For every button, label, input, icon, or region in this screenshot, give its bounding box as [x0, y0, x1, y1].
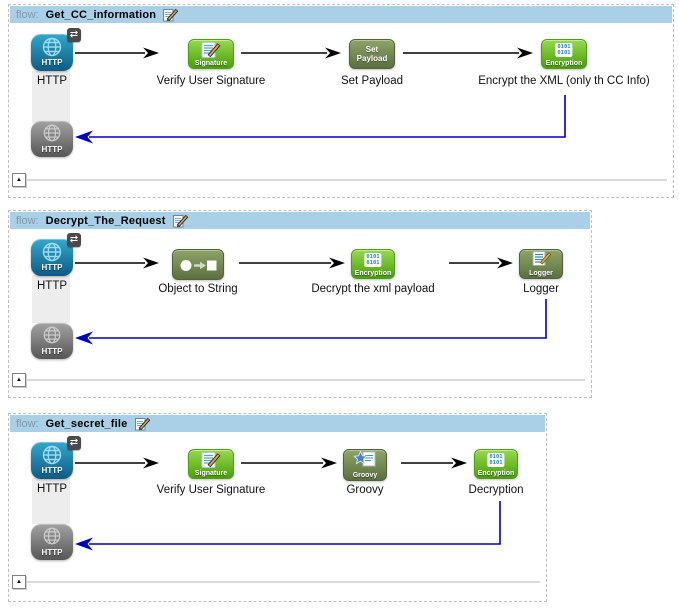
icon-caption: Encryption: [354, 270, 392, 277]
edit-flow-name-icon[interactable]: [134, 417, 151, 431]
step-label: Verify User Signature: [156, 484, 266, 496]
flow-container-get-cc-information: flow: Get_CC_information HTTP ⇄ HTTP: [8, 4, 674, 198]
globe-icon: [42, 242, 62, 262]
http-icon-caption: HTTP: [41, 145, 63, 154]
flow-arrow: [403, 47, 533, 59]
flow-arrow: [239, 257, 345, 269]
icon-caption: Encryption: [477, 470, 515, 477]
binary-code-icon: 0101 0101: [364, 253, 382, 267]
step-label: Logger: [523, 283, 559, 295]
http-inbound-endpoint[interactable]: HTTP ⇄: [31, 436, 81, 479]
exchange-arrows-badge: ⇄: [67, 233, 81, 247]
flow-header[interactable]: flow: Get_CC_information: [10, 6, 672, 23]
collapse-icon: ▲: [16, 377, 22, 383]
flow-footer-separator: [25, 379, 585, 381]
http-inbound-endpoint[interactable]: HTTP ⇄: [31, 233, 81, 276]
http-icon-caption: HTTP: [41, 347, 63, 356]
icon-caption: Signature: [194, 60, 228, 67]
flow-step-verify-user-signature[interactable]: Signature: [188, 449, 234, 479]
endpoint-label: HTTP: [36, 483, 68, 495]
globe-icon: [43, 326, 61, 344]
globe-icon: [42, 445, 62, 465]
flow-arrow: [75, 457, 159, 469]
exchange-arrows-badge: ⇄: [67, 436, 81, 450]
flow-step-decrypt-xml-payload[interactable]: 0101 0101 Encryption: [351, 249, 395, 279]
globe-icon: [42, 37, 62, 57]
flow-source-lane: [32, 478, 70, 524]
flow-name: Decrypt_The_Request: [45, 214, 166, 227]
flow-footer-separator: [25, 581, 540, 583]
collapse-flow-button[interactable]: ▲: [12, 373, 26, 387]
logger-doc-pencil-icon: [532, 251, 551, 266]
flow-label-prefix: flow:: [16, 417, 39, 430]
flow-source-lane: [32, 275, 70, 323]
collapse-flow-button[interactable]: ▲: [12, 575, 26, 589]
flow-arrow: [75, 257, 159, 269]
flow-step-encrypt-xml[interactable]: 0101 0101 Encryption: [541, 39, 587, 69]
flow-step-verify-user-signature[interactable]: Signature: [188, 39, 234, 69]
collapse-icon: ▲: [16, 177, 22, 183]
object-to-string-icon: [180, 260, 217, 271]
edit-flow-name-icon[interactable]: [163, 8, 179, 22]
response-connector: [75, 299, 547, 345]
icon-caption: Signature: [194, 470, 228, 477]
flow-step-set-payload[interactable]: Set Payload: [349, 39, 395, 69]
flow-step-groovy[interactable]: Groovy: [343, 449, 387, 481]
response-connector: [75, 501, 501, 551]
flow-container-decrypt-the-request: flow: Decrypt_The_Request HTTP ⇄ HTTP: [8, 210, 592, 398]
flow-name: Get_secret_file: [45, 417, 128, 430]
flow-arrow: [75, 47, 159, 59]
endpoint-label: HTTP: [36, 280, 68, 292]
binary-code-icon: 0101 0101: [555, 43, 573, 57]
signature-doc-pencil-icon: [201, 452, 221, 468]
globe-icon: [43, 527, 61, 545]
response-connector: [75, 95, 566, 144]
flow-source-lane: [32, 71, 70, 123]
http-icon-caption: HTTP: [41, 548, 63, 557]
flow-name: Get_CC_information: [45, 8, 157, 21]
set-payload-icon: Set Payload: [356, 45, 388, 63]
flow-label-prefix: flow:: [16, 214, 39, 227]
flow-arrow: [241, 47, 341, 59]
globe-icon: [43, 124, 61, 142]
collapse-flow-button[interactable]: ▲: [12, 173, 26, 187]
flow-footer-separator: [25, 179, 667, 181]
http-response-endpoint[interactable]: HTTP: [31, 524, 73, 560]
endpoint-label: HTTP: [36, 75, 68, 87]
icon-caption: Groovy: [352, 472, 378, 479]
flow-arrow: [401, 457, 467, 469]
step-label: Decryption: [468, 484, 524, 496]
groovy-star-doc-icon: [353, 451, 376, 467]
flow-step-logger[interactable]: Logger: [519, 249, 563, 279]
step-label: Set Payload: [340, 75, 403, 87]
exchange-arrows-badge: ⇄: [67, 28, 81, 42]
binary-code-icon: 0101 0101: [487, 453, 505, 467]
step-label: Decrypt the xml payload: [311, 283, 435, 295]
step-label: Encrypt the XML (only th CC Info): [478, 75, 650, 87]
http-icon-caption: HTTP: [41, 263, 63, 272]
flow-container-get-secret-file: flow: Get_secret_file HTTP ⇄ HTTP: [8, 413, 547, 602]
signature-doc-pencil-icon: [201, 42, 221, 58]
flow-header[interactable]: flow: Get_secret_file: [10, 415, 545, 432]
flow-arrow: [449, 257, 513, 269]
step-label: Groovy: [346, 484, 384, 496]
flow-step-decryption[interactable]: 0101 0101 Encryption: [474, 449, 518, 479]
flow-header[interactable]: flow: Decrypt_The_Request: [10, 212, 590, 229]
flow-arrow: [241, 457, 337, 469]
http-response-endpoint[interactable]: HTTP: [31, 323, 73, 359]
collapse-icon: ▲: [16, 579, 22, 585]
http-icon-caption: HTTP: [41, 58, 63, 67]
step-label: Object to String: [158, 283, 238, 295]
icon-caption: Encryption: [545, 60, 583, 67]
step-label: Verify User Signature: [156, 75, 266, 87]
flow-label-prefix: flow:: [16, 8, 39, 21]
flow-step-object-to-string[interactable]: [172, 249, 224, 280]
http-inbound-endpoint[interactable]: HTTP ⇄: [31, 28, 81, 71]
icon-caption: Logger: [529, 270, 553, 277]
http-icon-caption: HTTP: [41, 466, 63, 475]
edit-flow-name-icon[interactable]: [172, 214, 189, 228]
http-response-endpoint[interactable]: HTTP: [31, 121, 73, 157]
